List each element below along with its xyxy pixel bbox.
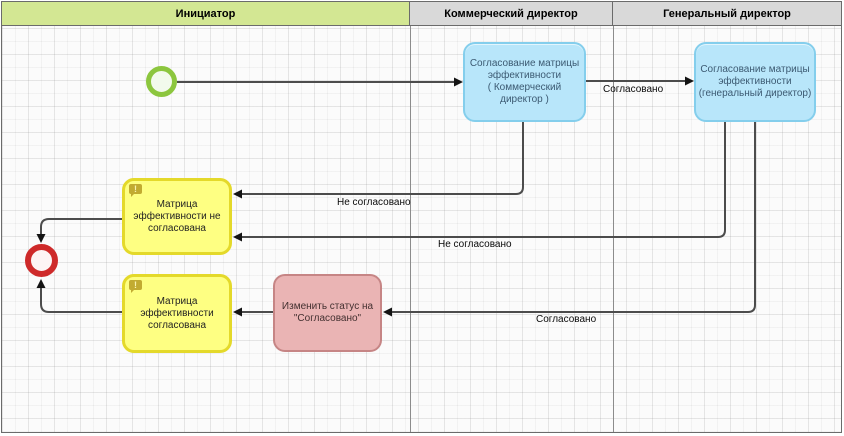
lane-header-commercial-director[interactable]: Коммерческий директор: [410, 2, 613, 26]
flow-change-status-to-agreed-note[interactable]: [233, 307, 273, 317]
annotation-icon: !: [129, 184, 142, 197]
start-event-circle[interactable]: [146, 66, 177, 97]
flow-not-agreed-note-to-end[interactable]: [36, 218, 124, 243]
task-label: Изменить статус на "Согласовано": [281, 301, 374, 324]
flow-not-agreed-from-general[interactable]: [233, 122, 726, 242]
edge-label-not-agreed[interactable]: Не согласовано: [438, 239, 512, 250]
flow-start-to-commercial[interactable]: [177, 77, 463, 87]
edge-label-agreed[interactable]: Согласовано: [603, 84, 664, 95]
flow-not-agreed-from-commercial[interactable]: [233, 122, 524, 199]
note-matrix-not-agreed[interactable]: ! Матрица эффективности не согласована: [122, 178, 232, 255]
lane-header-initiator[interactable]: Инициатор: [2, 2, 410, 26]
task-label: Согласование матрицы эффективности ( Ком…: [469, 58, 580, 105]
flow-agreed-from-general[interactable]: [383, 122, 756, 317]
note-matrix-agreed[interactable]: ! Матрица эффективности согласована: [122, 274, 232, 353]
flow-agreed-note-to-end[interactable]: [36, 279, 123, 313]
lane-separator: [613, 2, 614, 432]
edge-label-not-agreed[interactable]: Не согласовано: [337, 197, 411, 208]
task-change-status-agreed[interactable]: Изменить статус на "Согласовано": [273, 274, 382, 352]
task-label: Согласование матрицы эффективности (гене…: [698, 64, 812, 99]
note-label: Матрица эффективности не согласована: [133, 198, 221, 234]
end-event-circle[interactable]: [25, 244, 58, 277]
lane-header-general-director[interactable]: Генеральный директор: [613, 2, 841, 26]
edge-label-agreed[interactable]: Согласовано: [536, 314, 597, 325]
task-approve-matrix-general[interactable]: Согласование матрицы эффективности (гене…: [694, 42, 816, 122]
task-approve-matrix-commercial[interactable]: Согласование матрицы эффективности ( Ком…: [463, 42, 586, 122]
note-label: Матрица эффективности согласована: [140, 295, 214, 331]
annotation-icon: !: [129, 280, 142, 293]
lane-separator: [410, 2, 411, 432]
